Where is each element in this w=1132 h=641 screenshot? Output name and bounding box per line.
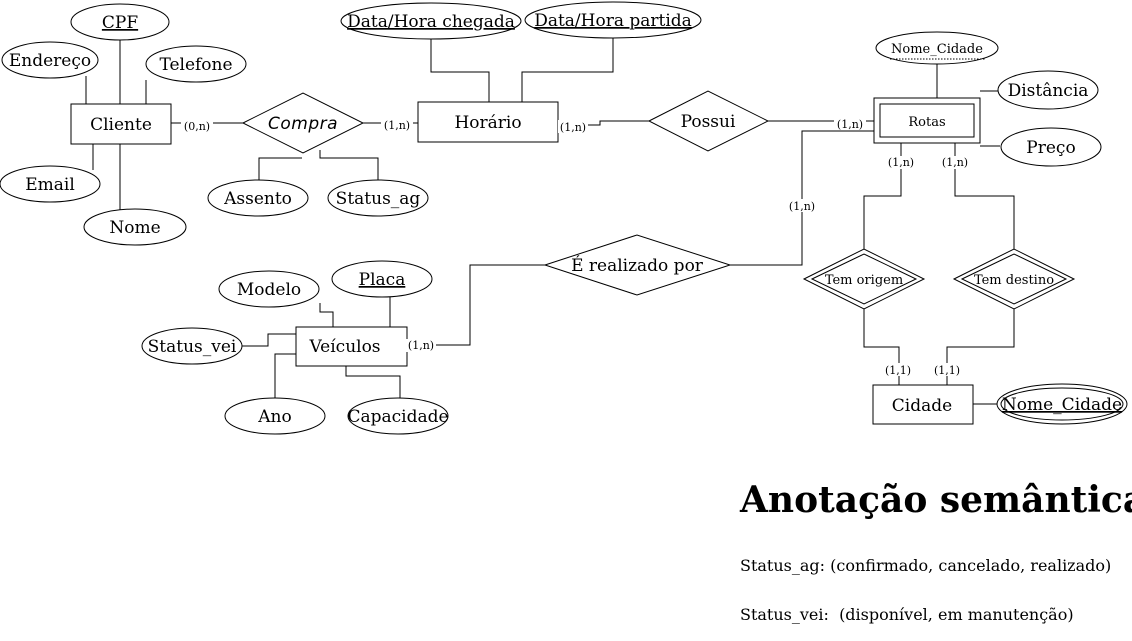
card-destino-cidade: (1,1) [934, 364, 960, 377]
line-data-chegada [430, 38, 490, 102]
attribute-preco-label: Preço [1026, 138, 1075, 158]
attribute-ano[interactable]: Ano [224, 397, 326, 435]
card-horario-possui: (1,n) [560, 121, 586, 134]
attribute-nome-cidade[interactable]: Nome_Cidade [996, 383, 1128, 425]
semantic-annotation: Anotação semântica: Status_ag: (confirma… [739, 479, 1132, 624]
card-possui-rotas: (1,n) [837, 118, 863, 131]
attribute-capacidade-label: Capacidade [347, 407, 448, 427]
attribute-status-vei[interactable]: Status_vei [141, 327, 243, 365]
attribute-status-ag[interactable]: Status_ag [327, 179, 429, 217]
line-rotas-origem [863, 143, 902, 249]
entity-rotas[interactable]: Rotas [873, 97, 981, 144]
attribute-telefone[interactable]: Telefone [145, 45, 247, 83]
attribute-telefone-label: Telefone [159, 55, 232, 75]
entity-veiculos-label: Veículos [308, 337, 380, 357]
attribute-modelo-label: Modelo [237, 280, 301, 300]
attribute-assento-label: Assento [223, 189, 292, 209]
attribute-data-partida-label: Data/Hora partida [534, 11, 692, 31]
card-rotas-destino: (1,n) [942, 156, 968, 169]
entity-horario[interactable]: Horário [417, 101, 559, 143]
relationship-tem-destino[interactable]: Tem destino [952, 248, 1076, 310]
annotation-title: Anotação semântica: [739, 479, 1132, 521]
attribute-email[interactable]: Email [0, 165, 101, 203]
relationship-realizado[interactable]: É realizado por [543, 234, 732, 296]
attribute-status-vei-label: Status_vei [148, 337, 237, 357]
attribute-modelo[interactable]: Modelo [218, 270, 320, 308]
line-modelo [319, 303, 334, 327]
entity-rotas-label: Rotas [908, 115, 945, 130]
attribute-nome-cidade-rotas-label: Nome_Cidade [891, 42, 983, 57]
attribute-placa-label: Placa [359, 270, 406, 290]
attribute-nome[interactable]: Nome [83, 208, 187, 246]
attribute-placa[interactable]: Placa [331, 260, 433, 298]
annotation-status-vei: Status_vei: (disponível, em manutenção) [740, 605, 1074, 624]
entity-veiculos[interactable]: Veículos [295, 326, 408, 367]
attribute-data-partida[interactable]: Data/Hora partida [524, 1, 702, 39]
attribute-nome-cidade-rotas[interactable]: Nome_Cidade [875, 31, 999, 65]
card-rotas-origem: (1,n) [888, 156, 914, 169]
attribute-nome-label: Nome [109, 218, 160, 238]
relationship-tem-destino-label: Tem destino [974, 273, 1054, 288]
annotation-status-ag: Status_ag: (confirmado, cancelado, reali… [740, 556, 1111, 575]
line-data-partida [521, 37, 614, 102]
relationship-tem-origem-label: Tem origem [825, 273, 903, 288]
relationship-compra[interactable]: Compra [241, 92, 365, 154]
line-capacidade [345, 366, 401, 398]
cardinalities: (0,n) (1,n) (1,n) (1,n) (1,n) (1,n) (1,n… [181, 117, 971, 377]
attribute-distancia[interactable]: Distância [997, 70, 1099, 110]
relationship-possui-label: Possui [681, 112, 736, 132]
attribute-nome-cidade-label: Nome_Cidade [1002, 395, 1122, 415]
attribute-data-chegada[interactable]: Data/Hora chegada [340, 2, 522, 40]
card-rotas-realizado: (1,n) [789, 200, 815, 213]
relationship-possui[interactable]: Possui [647, 90, 770, 152]
line-assento [258, 157, 302, 181]
line-status-ag [319, 150, 379, 182]
entity-cidade[interactable]: Cidade [872, 384, 974, 425]
entity-horario-label: Horário [454, 113, 521, 133]
entity-cidade-label: Cidade [892, 396, 952, 416]
attribute-preco[interactable]: Preço [1000, 127, 1102, 167]
relationship-realizado-label: É realizado por [571, 255, 704, 276]
relationship-compra-label: Compra [268, 114, 338, 134]
line-rotas-realizado [730, 130, 874, 266]
entity-cliente-label: Cliente [90, 115, 152, 135]
attribute-cpf-label: CPF [102, 13, 138, 33]
relationship-tem-origem[interactable]: Tem origem [802, 248, 926, 310]
entity-cliente[interactable]: Cliente [70, 103, 172, 145]
card-compra-horario: (1,n) [384, 119, 410, 132]
card-cliente-compra: (0,n) [184, 120, 210, 133]
attribute-capacidade[interactable]: Capacidade [347, 397, 449, 435]
line-rotas-destino [954, 143, 1015, 249]
line-realizado-veiculos [407, 264, 545, 346]
attribute-distancia-label: Distância [1008, 81, 1089, 101]
attribute-status-ag-label: Status_ag [336, 189, 421, 209]
attribute-endereco-label: Endereço [9, 51, 91, 71]
card-veiculos-realizado: (1,n) [408, 339, 434, 352]
attribute-ano-label: Ano [257, 407, 291, 427]
attribute-email-label: Email [25, 175, 75, 195]
line-ano [274, 353, 296, 398]
attribute-assento[interactable]: Assento [207, 179, 309, 217]
attribute-cpf[interactable]: CPF [70, 3, 170, 41]
attribute-endereco[interactable]: Endereço [1, 41, 99, 79]
card-origem-cidade: (1,1) [885, 364, 911, 377]
attribute-data-chegada-label: Data/Hora chegada [347, 12, 515, 32]
line-status-vei [242, 333, 296, 347]
